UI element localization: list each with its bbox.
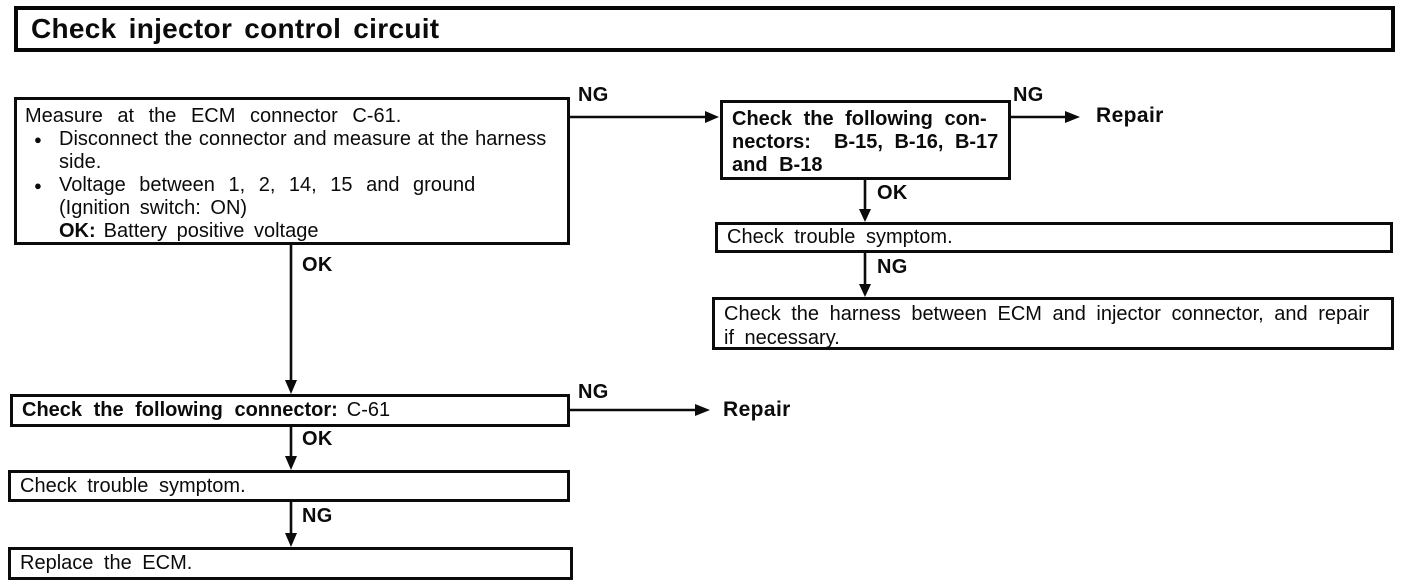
node-check-connectors-b: Check the following con- nectors: B-15, … xyxy=(720,100,1011,180)
node-check-connector-c61: Check the following connector: C-61 xyxy=(10,394,570,427)
edge-label-ok: OK xyxy=(877,182,908,204)
node-check-harness: Check the harness between ECM and inject… xyxy=(712,297,1394,350)
node-replace-ecm: Replace the ECM. xyxy=(8,547,573,580)
edge-label-ng: NG xyxy=(1013,84,1044,106)
edge-label-ng: NG xyxy=(302,505,333,527)
terminal-repair-mid: Repair xyxy=(723,398,791,421)
node-check-trouble-symptom-left: Check trouble symptom. xyxy=(8,470,570,502)
edge-label-ng: NG xyxy=(877,256,908,278)
terminal-repair-top: Repair xyxy=(1096,104,1164,127)
edge-label-ok: OK xyxy=(302,254,333,276)
node-measure-ecm: Measure at the ECM connector C-61. ● Dis… xyxy=(14,97,570,245)
bullet-text: Voltage between 1, 2, 14, 15 and ground … xyxy=(59,174,559,243)
ok-result-label: OK: xyxy=(59,220,96,242)
title-bar: Check injector control circuit xyxy=(14,6,1395,52)
bullet-text: Disconnect the connector and measure at … xyxy=(59,128,547,173)
ok-result-line: OK: Battery positive voltage xyxy=(59,220,559,243)
node-heading: Measure at the ECM connector C-61. xyxy=(25,105,402,127)
edge-label-ng: NG xyxy=(578,84,609,106)
ok-result-text: Battery positive voltage xyxy=(103,220,319,242)
edge-label-ng: NG xyxy=(578,381,609,403)
node-check-trouble-symptom-right: Check trouble symptom. xyxy=(715,222,1393,253)
bullet-icon: ● xyxy=(34,132,42,147)
page-title: Check injector control circuit xyxy=(31,13,440,44)
bullet-item-voltage: ● Voltage between 1, 2, 14, 15 and groun… xyxy=(25,174,559,243)
bullet-icon: ● xyxy=(34,178,42,193)
bullet-item-disconnect: ● Disconnect the connector and measure a… xyxy=(25,128,559,174)
edge-label-ok: OK xyxy=(302,428,333,450)
